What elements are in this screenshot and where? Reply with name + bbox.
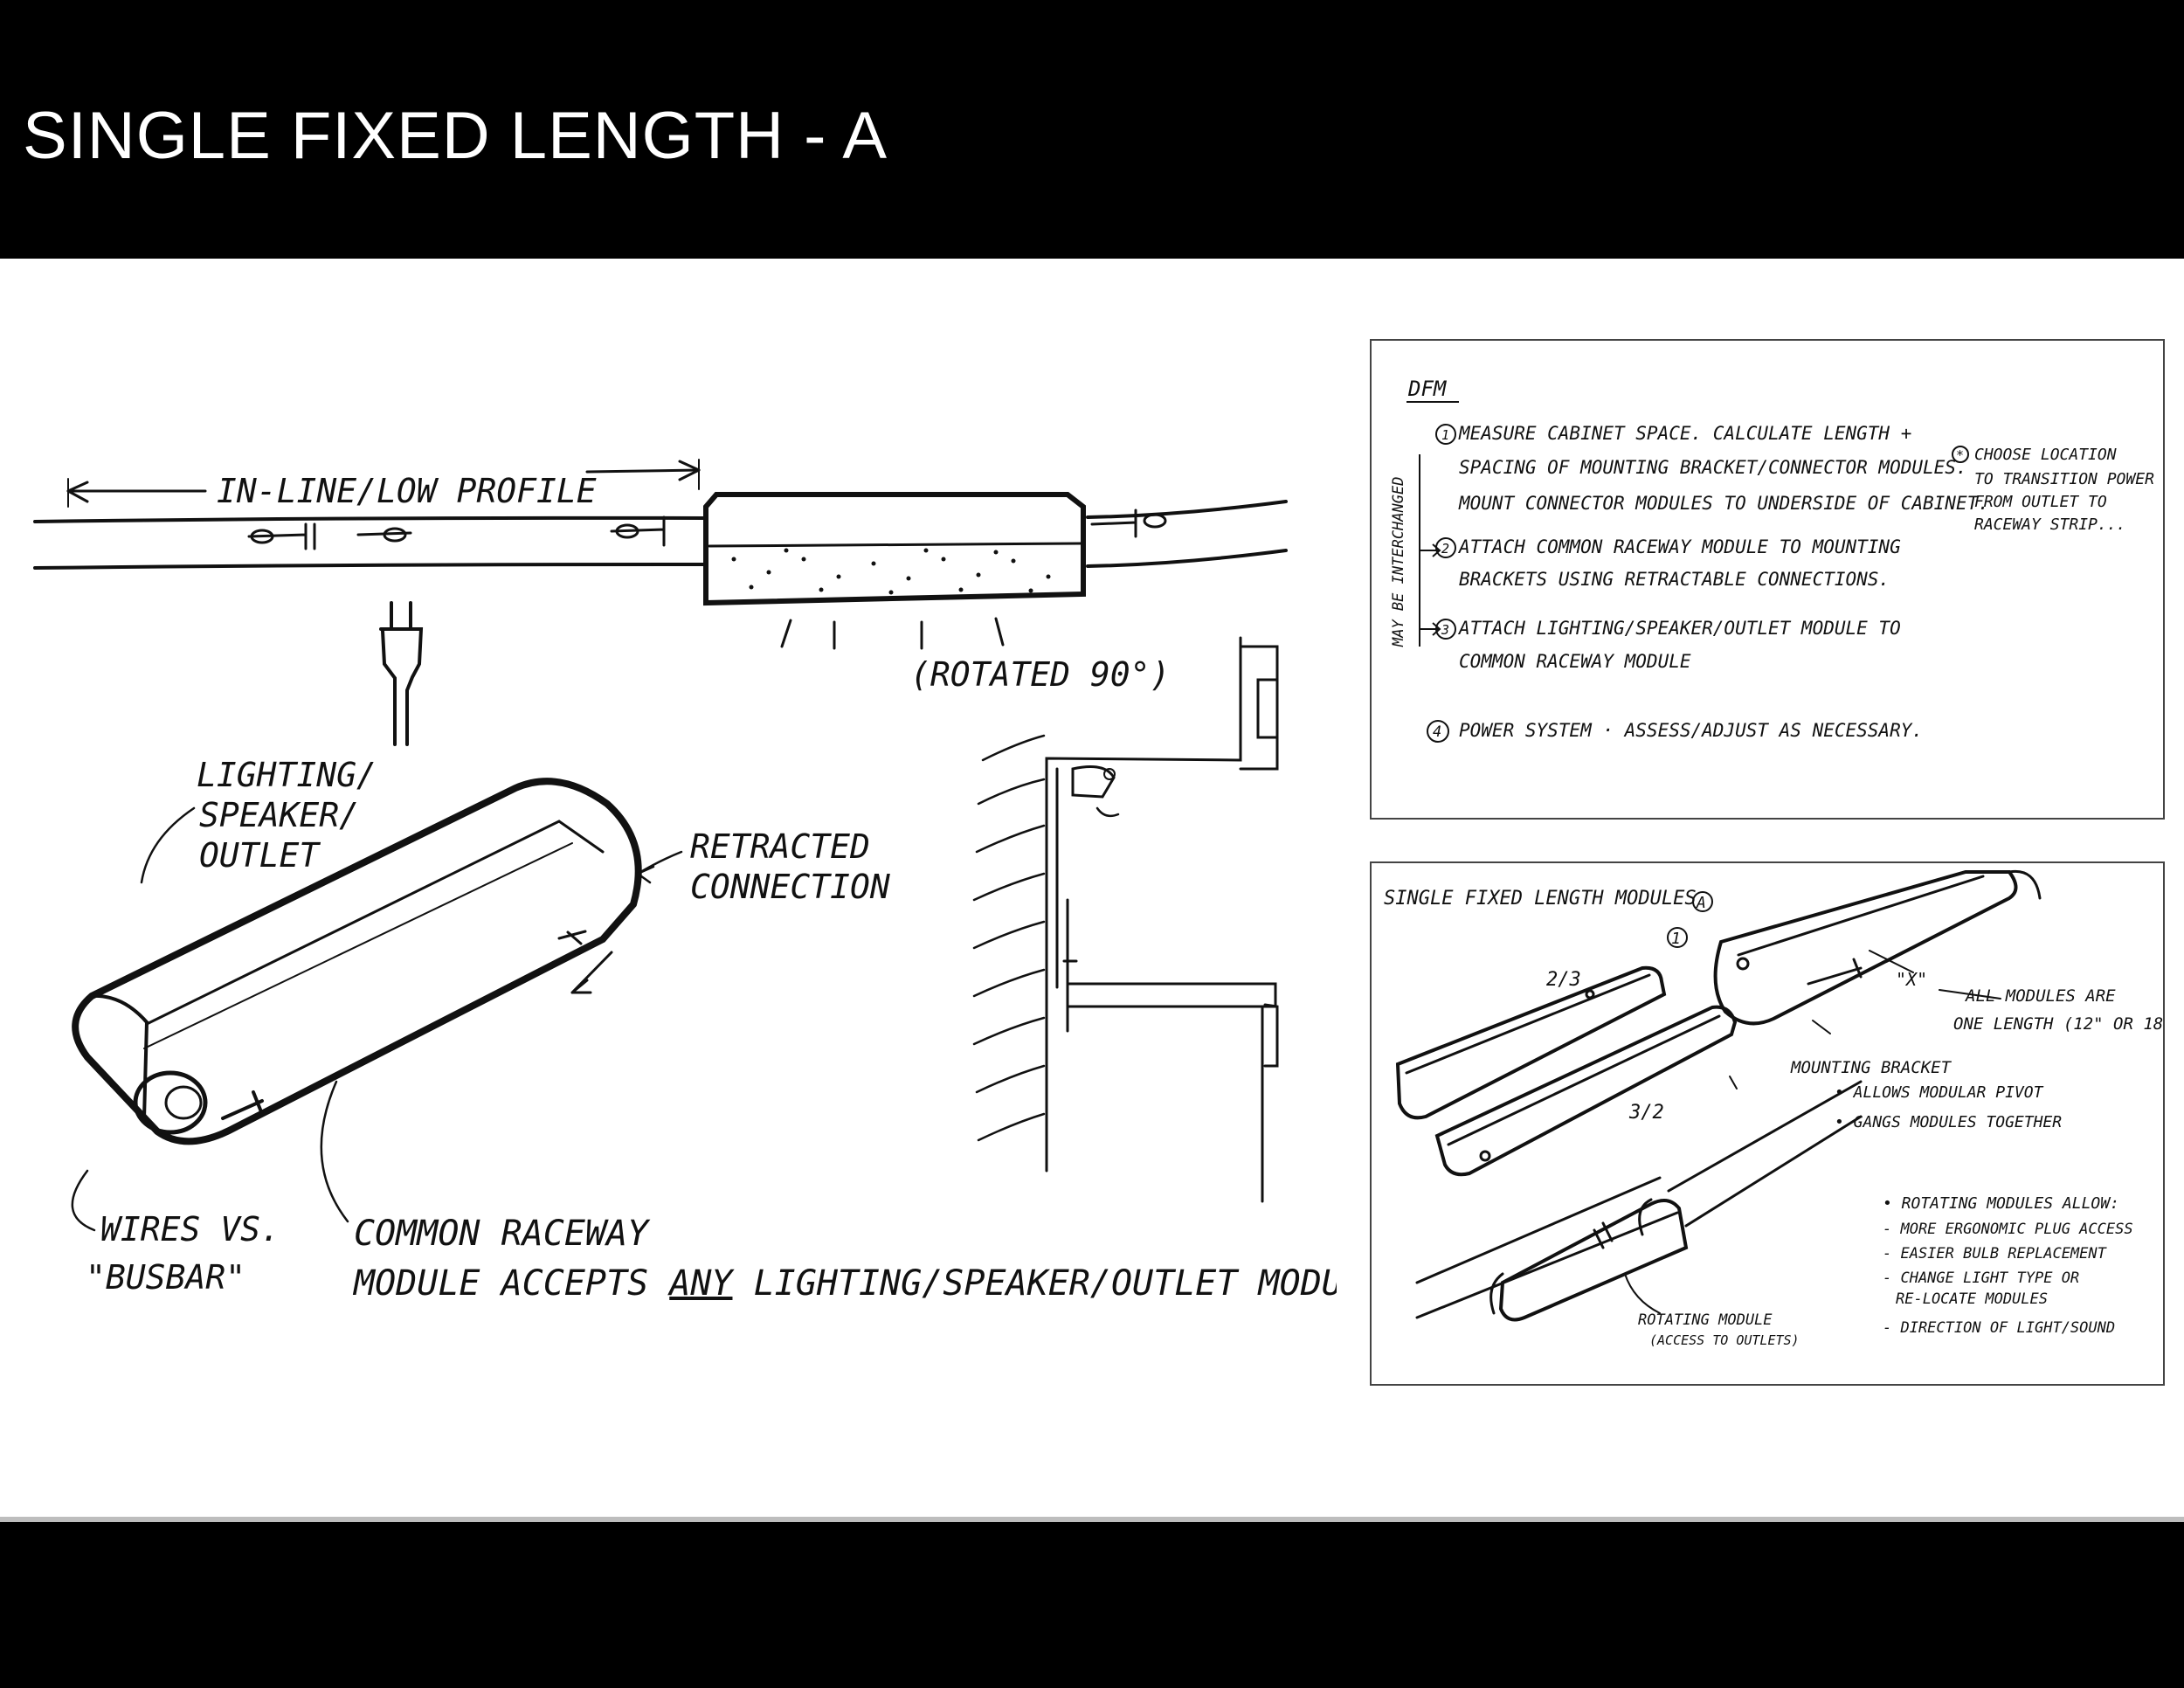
main-sketch: IN-LINE/LOW PROFILE (ROTATED 90°) LIGHTI…	[33, 459, 1337, 1304]
svg-text:3: 3	[1441, 622, 1449, 638]
label-1: 1	[1671, 930, 1681, 948]
dfm-step-1-line-1: MEASURE CABINET SPACE. CALCULATE LENGTH …	[1458, 423, 1911, 444]
module-type-label-1: LIGHTING/	[197, 756, 377, 794]
emphasis-any: ANY	[667, 1263, 735, 1304]
dfm-note-line-3: FROM OUTLET TO	[1974, 493, 2107, 511]
light-module-housing	[703, 492, 1086, 606]
wires-label-1: WIRES VS.	[100, 1210, 280, 1249]
svg-text:1: 1	[1441, 427, 1449, 443]
cabinet-side-view	[1045, 636, 1242, 1173]
label-2-3: 2/3	[1546, 969, 1581, 991]
x-dimension-label: "X"	[1896, 969, 1927, 990]
rotating-allow-3a: - CHANGE LIGHT TYPE OR	[1883, 1269, 2079, 1287]
module-2-3	[1395, 965, 1667, 1120]
bracket-label-3: • GANGS MODULES TOGETHER	[1835, 1113, 2062, 1131]
rotating-allow-1: - MORE ERGONOMIC PLUG ACCESS	[1883, 1221, 2133, 1238]
header-bar	[0, 0, 2184, 259]
dfm-notes: DFM MAY BE INTERCHANGED 1 MEASURE CABINE…	[1390, 377, 2154, 743]
dfm-side-note: MAY BE INTERCHANGED	[1390, 477, 1407, 647]
dfm-step-2-line-1: ATTACH COMMON RACEWAY MODULE TO MOUNTING	[1457, 536, 1901, 557]
raceway-label-1: COMMON RACEWAY	[354, 1214, 651, 1254]
svg-text:2: 2	[1441, 541, 1449, 557]
page-title: SINGLE FIXED LENGTH - A	[23, 99, 888, 173]
dfm-step-2-line-2: BRACKETS USING RETRACTABLE CONNECTIONS.	[1459, 569, 1890, 590]
all-modules-label-2: ONE LENGTH (12" OR 18")	[1953, 1014, 2163, 1034]
dfm-note-line-1: CHOOSE LOCATION	[1974, 446, 2117, 464]
raceway-module-body	[72, 778, 642, 1145]
raceway-rail-top	[33, 515, 705, 523]
retracted-label-2: CONNECTION	[690, 868, 890, 906]
svg-text:*: *	[1956, 447, 1964, 463]
modules-heading-badge: A	[1696, 894, 1706, 912]
profile-label: IN-LINE/LOW PROFILE	[217, 472, 597, 510]
retracted-label-1: RETRACTED	[690, 827, 870, 866]
dfm-note-line-2: TO TRANSITION POWER	[1974, 470, 2154, 488]
label-3-2: 3/2	[1628, 1102, 1664, 1124]
all-modules-label-1: ALL MODULES ARE	[1965, 986, 2116, 1006]
rotating-module-label-2: (ACCESS TO OUTLETS)	[1649, 1332, 1800, 1348]
module-type-label-2: SPEAKER/	[199, 796, 359, 834]
power-plug	[379, 601, 424, 746]
raceway-label-2: MODULE ACCEPTS ANY LIGHTING/SPEAKER/OUTL…	[352, 1263, 1337, 1304]
module-3-2	[1434, 1005, 1738, 1177]
dfm-step-1-line-2: SPACING OF MOUNTING BRACKET/CONNECTOR MO…	[1459, 457, 1967, 478]
footer-divider	[0, 1517, 2184, 1522]
wires-label-2: "BUSBAR"	[86, 1258, 245, 1297]
rotating-allow-2: - EASIER BULB REPLACEMENT	[1883, 1245, 2108, 1263]
modules-panel: SINGLE FIXED LENGTH MODULES A 2/3 3/2 1 …	[1370, 861, 2165, 1386]
dfm-step-3-line-2: COMMON RACEWAY MODULE	[1459, 651, 1691, 672]
module-type-label-3: OUTLET	[199, 836, 321, 875]
rotating-allow-3b: RE-LOCATE MODULES	[1896, 1290, 2048, 1308]
dfm-note-line-4: RACEWAY STRIP...	[1974, 515, 2125, 534]
dfm-panel: DFM MAY BE INTERCHANGED 1 MEASURE CABINE…	[1370, 339, 2165, 820]
module-1	[1713, 870, 2018, 1026]
dfm-step-3-line-1: ATTACH LIGHTING/SPEAKER/OUTLET MODULE TO	[1457, 618, 1901, 639]
rotating-allow-title: • ROTATING MODULES ALLOW:	[1883, 1194, 2119, 1213]
rotated-label: (ROTATED 90°)	[910, 655, 1170, 694]
dfm-heading: DFM	[1407, 377, 1448, 401]
rotating-module	[1498, 1199, 1689, 1322]
bracket-label-1: MOUNTING BRACKET	[1790, 1058, 1952, 1077]
rotating-allow-4: - DIRECTION OF LIGHT/SOUND	[1883, 1319, 2115, 1337]
footer-bar	[0, 1522, 2184, 1688]
dfm-step-4-line-1: POWER SYSTEM · ASSESS/ADJUST AS NECESSAR…	[1459, 720, 1923, 741]
bracket-label-2: • ALLOWS MODULAR PIVOT	[1835, 1083, 2044, 1102]
raceway-rail-bottom	[33, 563, 705, 570]
dfm-step-1-line-3: MOUNT CONNECTOR MODULES TO UNDERSIDE OF …	[1458, 493, 1989, 514]
svg-text:4: 4	[1433, 723, 1441, 741]
modules-sketch: SINGLE FIXED LENGTH MODULES A 2/3 3/2 1 …	[1384, 869, 2163, 1348]
modules-heading: SINGLE FIXED LENGTH MODULES	[1384, 888, 1697, 910]
rotating-module-label-1: ROTATING MODULE	[1638, 1311, 1773, 1329]
